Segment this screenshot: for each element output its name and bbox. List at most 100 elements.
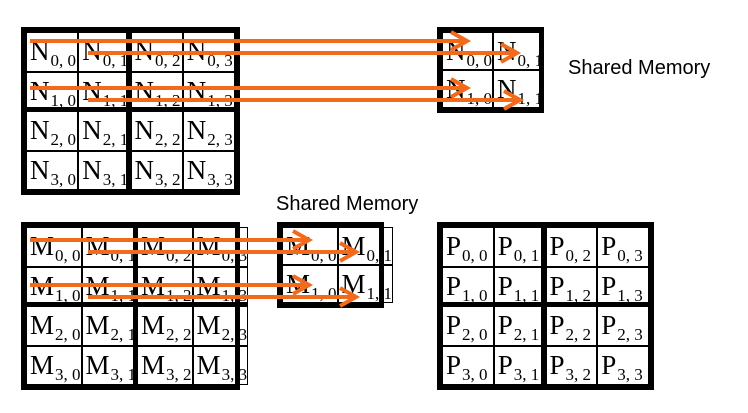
cell-letter: M <box>85 231 110 262</box>
cell-letter: N <box>82 115 102 146</box>
cell-index: 1, 1 <box>513 285 540 305</box>
cell-letter: M <box>196 270 221 301</box>
cell-letter: N <box>82 75 102 106</box>
cell-letter: M <box>141 349 166 380</box>
cell-letter: M <box>341 268 366 299</box>
cell-index: 0, 3 <box>207 51 233 71</box>
cell-index: 3, 1 <box>102 169 129 189</box>
cell-index: 0, 0 <box>50 51 77 71</box>
cell-letter: N <box>134 75 155 106</box>
cell-letter: P <box>497 310 513 341</box>
cell-letter: M <box>30 310 55 341</box>
cell-index: 0, 0 <box>462 246 488 266</box>
cell-index: 2, 0 <box>55 325 81 345</box>
cell-index: 2, 1 <box>102 130 129 150</box>
cell-letter: M <box>30 270 55 301</box>
cell-index: 3, 2 <box>155 169 181 189</box>
cell-index: 0, 0 <box>55 246 81 266</box>
cell-letter: N <box>186 115 207 146</box>
cell-letter: P <box>446 231 462 262</box>
cell-index: 1, 1 <box>517 88 544 108</box>
cell-letter: M <box>85 310 110 341</box>
cell-index: 1, 0 <box>311 283 337 303</box>
cell-letter: N <box>30 115 50 146</box>
cell-index: 0, 1 <box>517 50 544 70</box>
cell-letter: P <box>601 231 617 262</box>
cell-letter: N <box>30 75 50 106</box>
cell-letter: M <box>286 230 311 261</box>
cell-letter: P <box>549 310 565 341</box>
cell-letter: M <box>85 270 110 301</box>
cell-letter: M <box>141 231 166 262</box>
cell-letter: P <box>446 349 462 380</box>
cell-index: 0, 1 <box>513 246 540 266</box>
cell-letter: M <box>196 231 221 262</box>
cell-letter: N <box>134 154 155 185</box>
cell-index: 1, 3 <box>221 285 248 305</box>
cell-letter: P <box>497 349 513 380</box>
cell-letter: N <box>82 36 102 67</box>
cell-index: 0, 3 <box>221 246 248 266</box>
cell-letter: P <box>549 231 565 262</box>
cell-index: 0, 2 <box>565 246 592 266</box>
cell-letter: M <box>30 349 55 380</box>
cell-letter: M <box>30 231 55 262</box>
cell-index: 2, 3 <box>617 325 643 345</box>
cell-letter: M <box>141 310 166 341</box>
cell-index: 2, 0 <box>462 325 488 345</box>
cell-index: 3, 2 <box>166 364 192 384</box>
cell-index: 3, 0 <box>462 364 488 384</box>
cell-index: 0, 2 <box>166 246 192 266</box>
cell-letter: N <box>134 115 155 146</box>
shared-memory-label-middle: Shared Memory <box>276 193 419 215</box>
cell-letter: N <box>446 73 466 104</box>
cell-letter: P <box>497 270 513 301</box>
cell-index: 3, 1 <box>513 364 540 384</box>
cell-index: 3, 0 <box>50 169 77 189</box>
cell-letter: N <box>186 154 207 185</box>
cell-letter: N <box>497 35 517 66</box>
cell-letter: P <box>601 270 617 301</box>
cell-letter: P <box>549 349 565 380</box>
cell-index: 0, 0 <box>466 50 493 70</box>
shared-memory-label-top: Shared Memory <box>568 57 711 79</box>
cell-index: 3, 1 <box>110 364 137 384</box>
cell-letter: M <box>141 270 166 301</box>
cell-index: 0, 0 <box>311 245 337 265</box>
cell-index: 3, 3 <box>207 169 233 189</box>
